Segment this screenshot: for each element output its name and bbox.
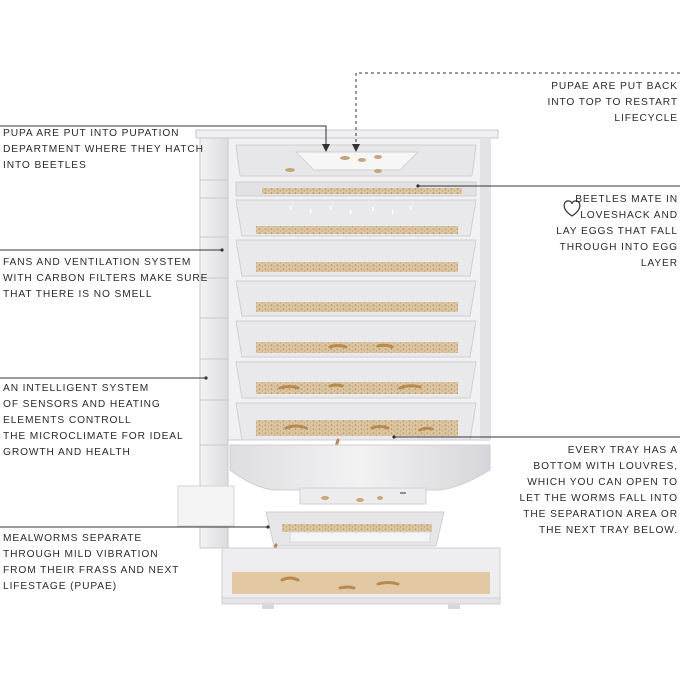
top-lid <box>195 129 499 139</box>
drawer-base <box>221 597 501 605</box>
arrowheads <box>322 144 360 152</box>
vibration-housing <box>177 485 235 527</box>
tray-1 <box>235 199 477 237</box>
right-post <box>480 138 490 440</box>
label-pupation: PUPA ARE PUT INTO PUPATION DEPARTMENT WH… <box>3 128 204 171</box>
worm-trays <box>235 199 477 441</box>
falling-pupae <box>321 496 383 502</box>
hopper-neck <box>299 487 427 505</box>
tray-5 <box>235 361 477 399</box>
tray-4 <box>235 320 477 358</box>
label-tray-louvres: EVERY TRAY HAS A BOTTOM WITH LOUVRES, WH… <box>519 445 678 536</box>
pupae <box>285 155 382 173</box>
callout-dots <box>204 184 420 529</box>
sorter-substrate <box>282 524 432 532</box>
tray-2 <box>235 239 477 277</box>
column-segment-lines <box>200 179 228 446</box>
frass-bed <box>232 572 490 594</box>
label-sensors: AN INTELLIGENT SYSTEM OF SENSORS AND HEA… <box>3 383 184 458</box>
tray-3 <box>235 280 477 317</box>
callout-lines <box>0 72 680 528</box>
tray-6 <box>235 402 477 441</box>
drawer-foot-left <box>262 604 274 609</box>
drawer-foot-right <box>448 604 460 609</box>
sorter-plate <box>289 531 431 543</box>
label-fans: FANS AND VENTILATION SYSTEM WITH CARBON … <box>3 257 209 300</box>
drawer-worms <box>280 576 400 590</box>
egg-layer-substrate <box>262 188 462 194</box>
pupation-hopper <box>294 151 420 171</box>
label-mealworms: MEALWORMS SEPARATE THROUGH MILD VIBRATIO… <box>3 533 180 592</box>
heart-icon <box>563 200 581 217</box>
label-beetles: BEETLES MATE IN LOVESHACK AND LAY EGGS T… <box>556 194 678 269</box>
separation-hopper <box>229 444 491 491</box>
label-pupae-back: PUPAE ARE PUT BACK INTO TOP TO RESTART L… <box>547 81 678 124</box>
